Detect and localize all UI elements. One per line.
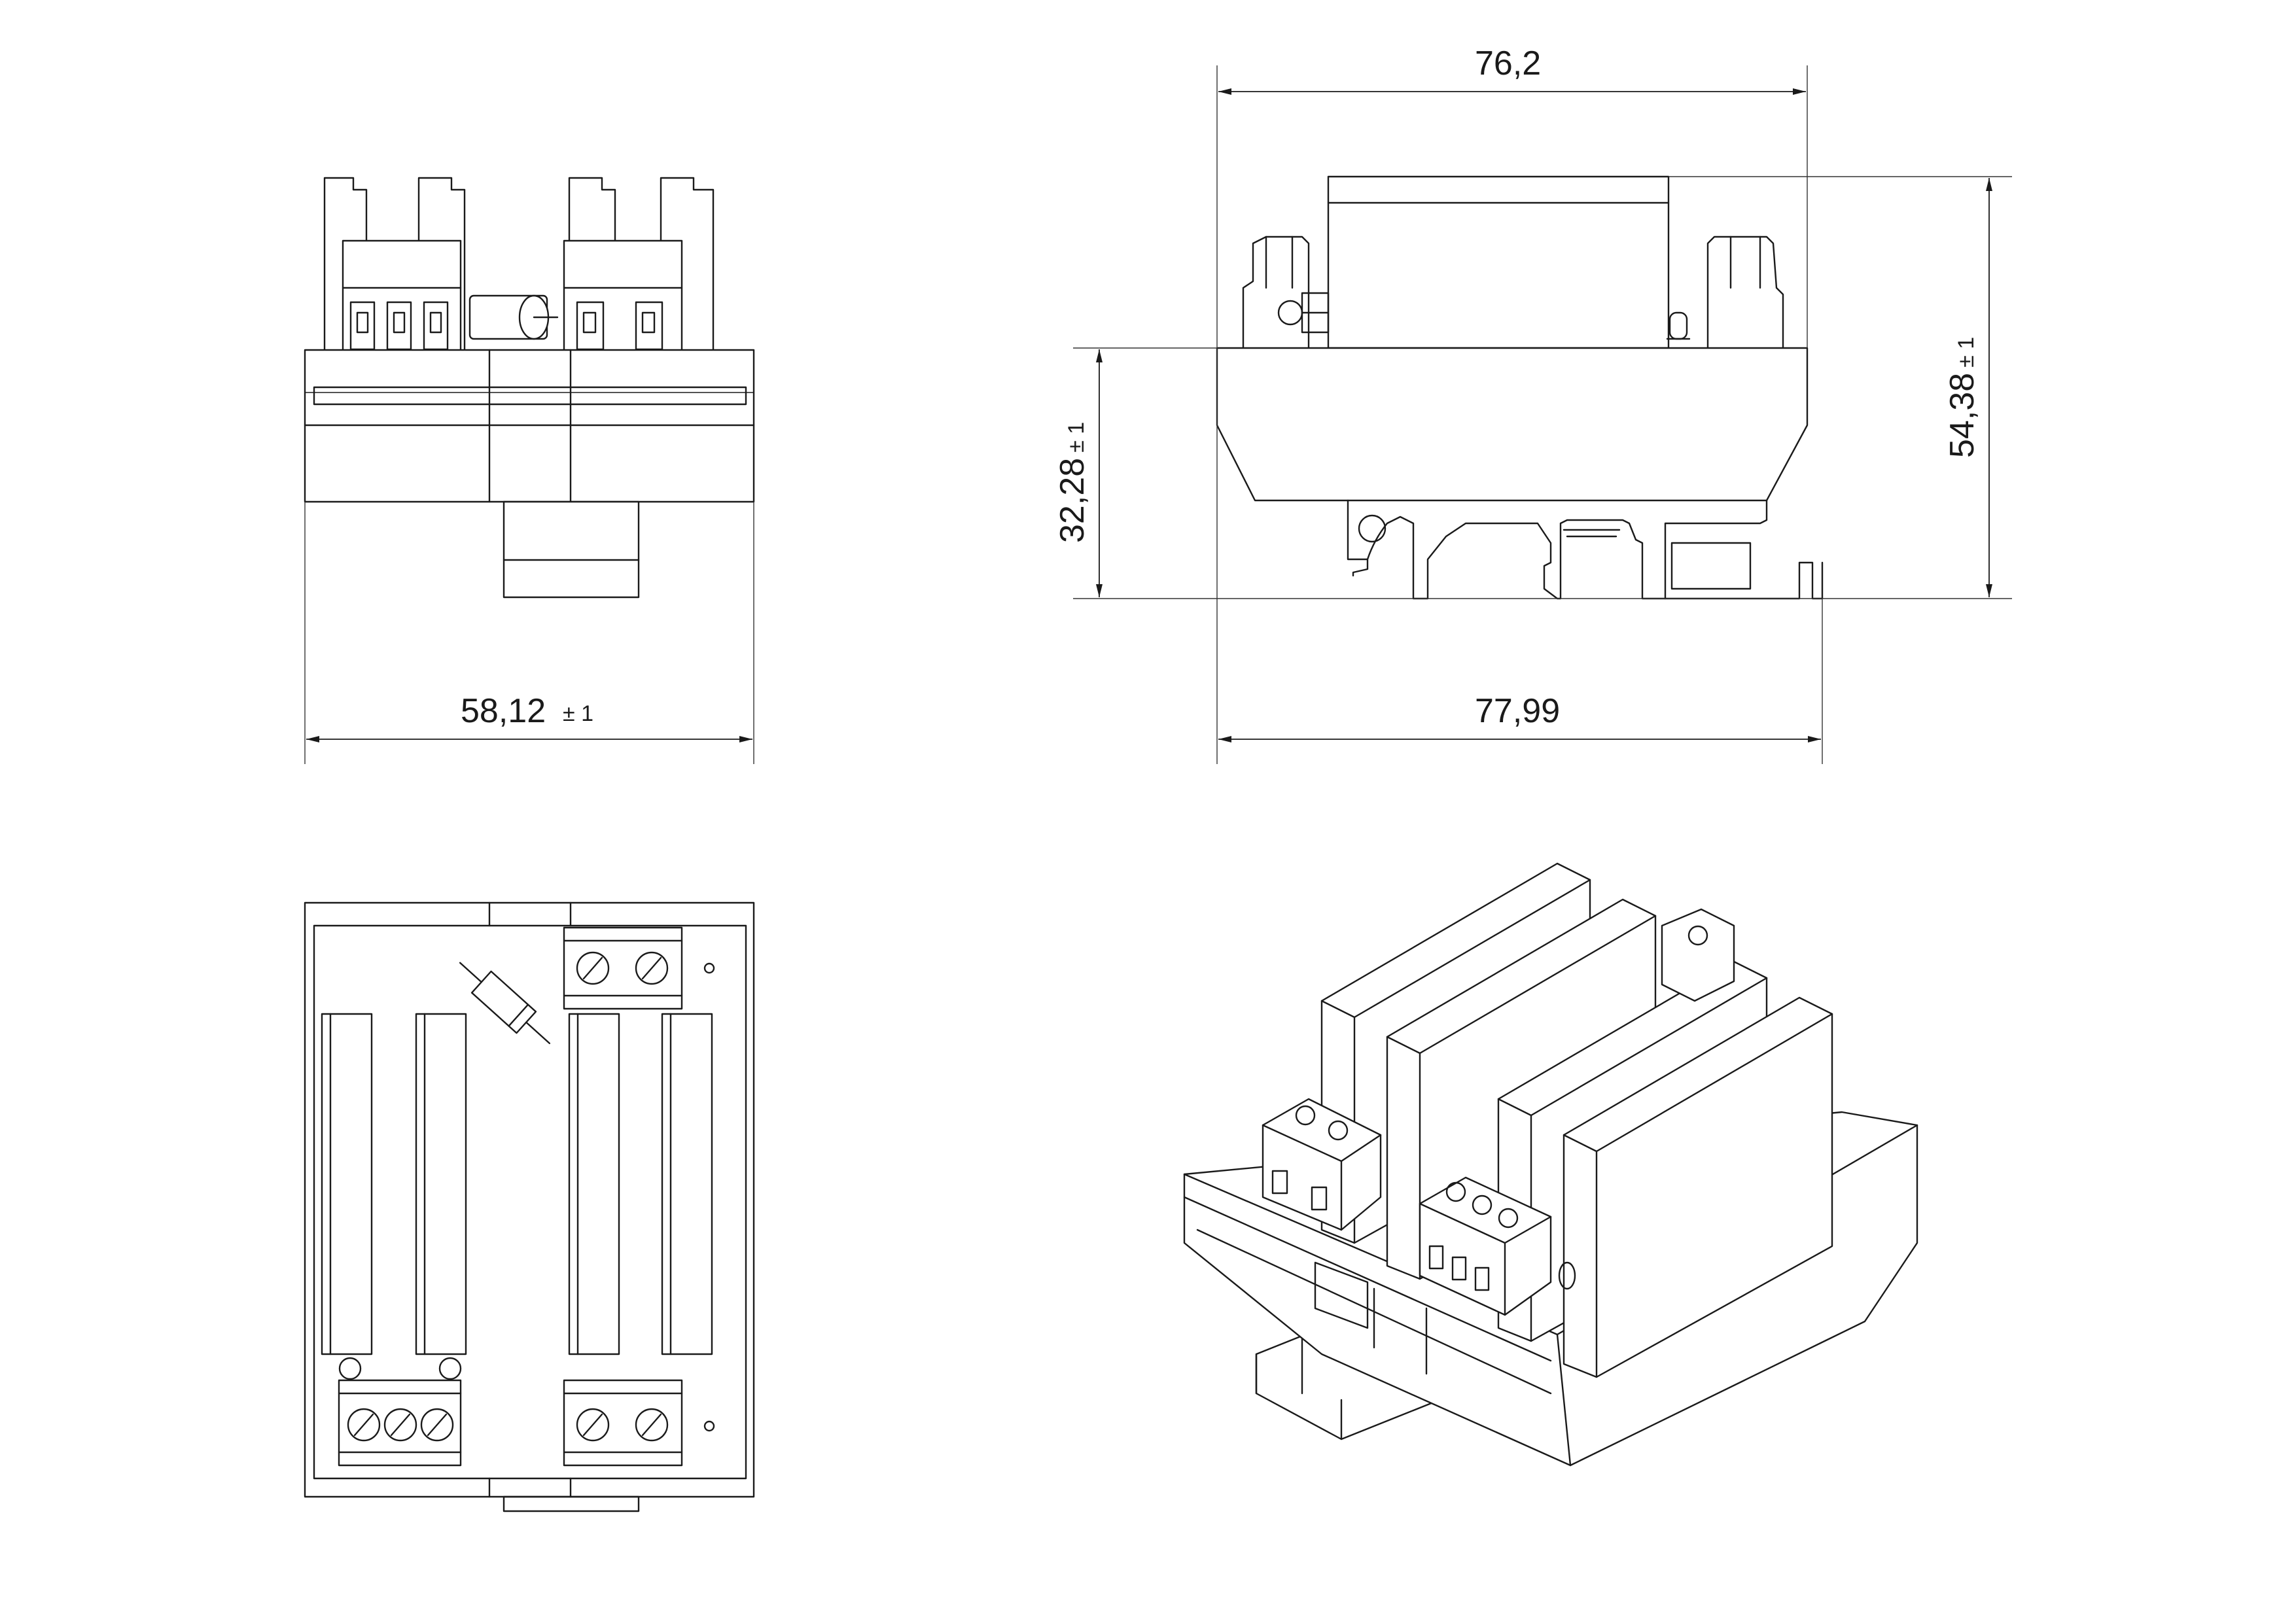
front-width-value: 58,12 xyxy=(461,692,546,730)
side-total-height-tolerance: ± 1 xyxy=(1954,337,1979,368)
side-total-height-value: 54,38 xyxy=(1943,373,1981,458)
side-view: 76,2 77,99 32,28 ± 1 54,38 ± 1 xyxy=(1053,44,2012,764)
side-bottom-width-value: 77,99 xyxy=(1475,692,1560,730)
isometric-view xyxy=(1184,864,1917,1465)
front-view: 58,12 ± 1 xyxy=(305,178,754,764)
side-top-width-value: 76,2 xyxy=(1475,44,1541,82)
svg-text:76,2: 76,2 xyxy=(1475,44,1541,82)
svg-text:54,38± 1: 54,38 ± 1 xyxy=(1943,337,1981,458)
front-width-tolerance: ± 1 xyxy=(563,701,593,726)
svg-text:58,12: 58,12 xyxy=(461,692,546,730)
side-body-height-value: 32,28 xyxy=(1053,458,1091,543)
top-view xyxy=(305,903,754,1511)
side-body-height-tolerance: ± 1 xyxy=(1064,422,1089,453)
svg-text:± 1: ± 1 xyxy=(563,701,593,726)
svg-text:32,28± 1: 32,28 ± 1 xyxy=(1053,422,1091,543)
svg-text:77,99: 77,99 xyxy=(1475,692,1560,730)
